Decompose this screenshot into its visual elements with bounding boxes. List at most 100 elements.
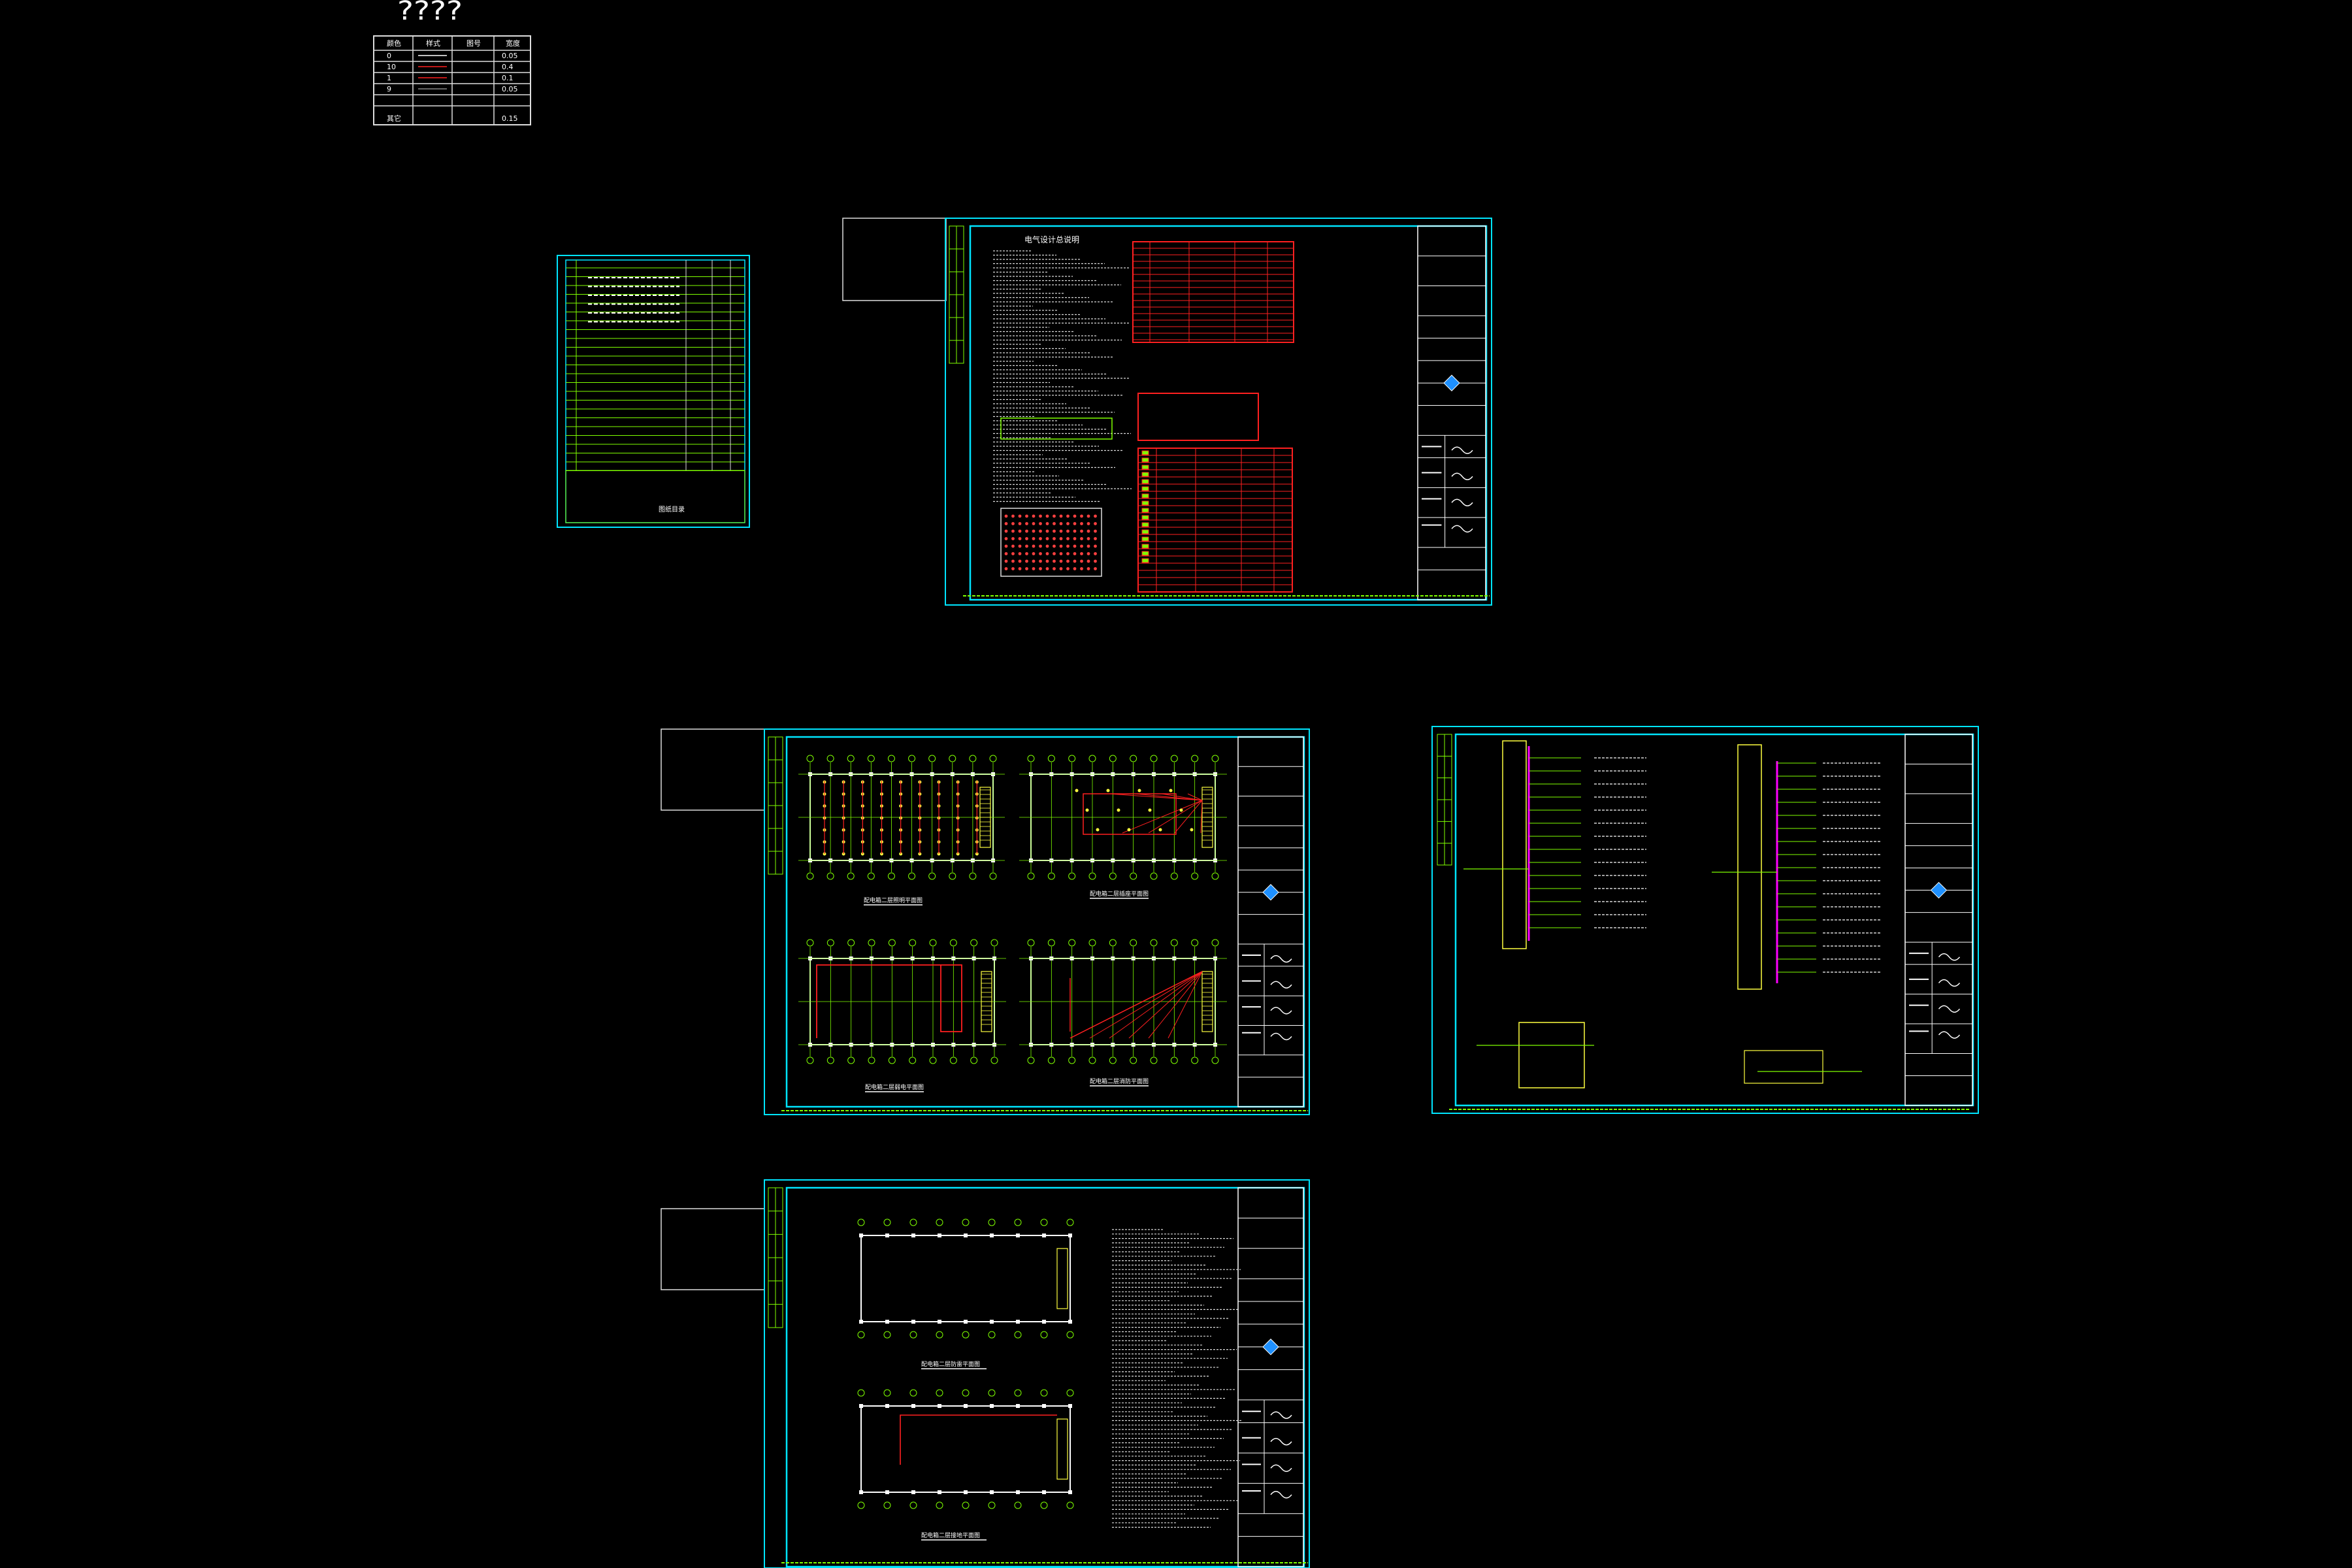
circuit-line bbox=[1174, 800, 1203, 834]
axis-bubble bbox=[1191, 872, 1199, 880]
company-logo bbox=[1262, 884, 1279, 901]
legend-color-cell: 0 bbox=[387, 52, 391, 60]
axis-bubble bbox=[1150, 939, 1158, 947]
axis-bubble bbox=[988, 1501, 996, 1509]
axis-bubble bbox=[1191, 939, 1199, 947]
axis-bubble bbox=[887, 872, 895, 880]
legend-width-cell: 0.05 bbox=[502, 85, 518, 93]
axis-bubble bbox=[1109, 872, 1117, 880]
axis-bubble bbox=[806, 939, 814, 947]
axis-bubble bbox=[1014, 1389, 1022, 1397]
drawing-index-sheet[interactable]: 图纸目录 bbox=[557, 255, 750, 528]
axis-bubble bbox=[1040, 1218, 1048, 1226]
symbol-icon bbox=[1141, 551, 1149, 556]
legend-header: 图号 bbox=[466, 39, 481, 48]
signature bbox=[1938, 1031, 1961, 1039]
signature bbox=[1451, 498, 1473, 507]
axis-bubble bbox=[1130, 1056, 1137, 1064]
axis-bubble bbox=[826, 872, 834, 880]
axis-bubble bbox=[1088, 755, 1096, 762]
company-logo bbox=[1930, 881, 1948, 899]
axis-bubble bbox=[1191, 755, 1199, 762]
axis-bubble bbox=[867, 755, 875, 762]
axis-bubble bbox=[962, 1218, 970, 1226]
axis-bubble bbox=[1040, 1331, 1048, 1339]
axis-bubble bbox=[883, 1331, 891, 1339]
axis-bubble bbox=[936, 1501, 943, 1509]
axis-bubble bbox=[826, 755, 834, 762]
socket bbox=[1137, 789, 1141, 792]
plan-title: 配电箱二层防雷平面图 bbox=[921, 1360, 980, 1368]
circuit-line bbox=[1168, 971, 1203, 1039]
axis-bubble bbox=[990, 939, 998, 947]
axis-bubble bbox=[1027, 939, 1035, 947]
meter-box bbox=[1518, 1022, 1585, 1088]
axis-bubble bbox=[936, 1331, 943, 1339]
axis-bubble bbox=[1066, 1389, 1074, 1397]
axis-bubble bbox=[847, 872, 855, 880]
axis-bubble bbox=[970, 1056, 978, 1064]
axis-bubble bbox=[1109, 939, 1117, 947]
axis-bubble bbox=[1170, 755, 1178, 762]
company-logo bbox=[1443, 374, 1460, 391]
axis-bubble bbox=[949, 1056, 957, 1064]
circuit-line bbox=[1200, 800, 1203, 834]
circuit-line bbox=[1070, 971, 1203, 1039]
axis-bubble bbox=[867, 872, 875, 880]
circuit-line bbox=[1161, 793, 1203, 801]
axis-bubble bbox=[1014, 1218, 1022, 1226]
symbol-icon bbox=[1141, 493, 1149, 498]
circuit-line bbox=[1128, 971, 1203, 1039]
design-notes-sheet[interactable]: 电气设计总说明 bbox=[842, 218, 1492, 606]
axis-bubble bbox=[988, 1331, 996, 1339]
symbol-icon bbox=[1141, 457, 1149, 463]
symbol-icon bbox=[1141, 465, 1149, 470]
axis-bubble bbox=[962, 1389, 970, 1397]
axis-bubble bbox=[928, 872, 936, 880]
axis-bubble bbox=[826, 1056, 834, 1064]
axis-bubble bbox=[1027, 872, 1035, 880]
axis-bubble bbox=[868, 1056, 875, 1064]
circuit-line bbox=[1148, 971, 1203, 1039]
distribution-system-sheet[interactable] bbox=[1431, 726, 1979, 1114]
axis-bubble bbox=[1191, 1056, 1199, 1064]
symbol-icon bbox=[1141, 515, 1149, 520]
axis-bubble bbox=[1150, 755, 1158, 762]
circuit-line bbox=[1148, 800, 1203, 834]
axis-bubble bbox=[962, 1331, 970, 1339]
legend-color-cell: 9 bbox=[387, 85, 391, 93]
axis-bubble bbox=[1068, 1056, 1076, 1064]
axis-bubble bbox=[969, 755, 977, 762]
circuit-line bbox=[816, 964, 962, 1038]
symbol-icon bbox=[1141, 544, 1149, 549]
axis-bubble bbox=[989, 755, 997, 762]
signature bbox=[1451, 525, 1473, 533]
signature bbox=[1270, 981, 1292, 988]
axis-bubble bbox=[1088, 872, 1096, 880]
axis-bubble bbox=[1130, 872, 1137, 880]
symbol-icon bbox=[1141, 486, 1149, 491]
title-block bbox=[1237, 736, 1304, 1107]
socket bbox=[1179, 808, 1183, 812]
circuit-line bbox=[1109, 971, 1203, 1039]
legend-width-cell: 0.05 bbox=[502, 52, 518, 60]
axis-bubble bbox=[857, 1218, 865, 1226]
plan-title: 配电箱二层消防平面图 bbox=[1090, 1077, 1149, 1085]
signature bbox=[1270, 955, 1292, 963]
equipment-table-2 bbox=[1137, 393, 1259, 441]
axis-bubble bbox=[1150, 872, 1158, 880]
signature bbox=[1938, 979, 1961, 987]
company-logo bbox=[1262, 1338, 1279, 1356]
axis-bubble bbox=[929, 939, 937, 947]
socket bbox=[1075, 789, 1079, 792]
axis-bubble bbox=[1109, 755, 1117, 762]
axis-bubble bbox=[847, 1056, 855, 1064]
axis-bubble bbox=[1130, 755, 1137, 762]
symbol-icon bbox=[1141, 522, 1149, 527]
axis-bubble bbox=[806, 872, 814, 880]
axis-bubble bbox=[949, 872, 956, 880]
